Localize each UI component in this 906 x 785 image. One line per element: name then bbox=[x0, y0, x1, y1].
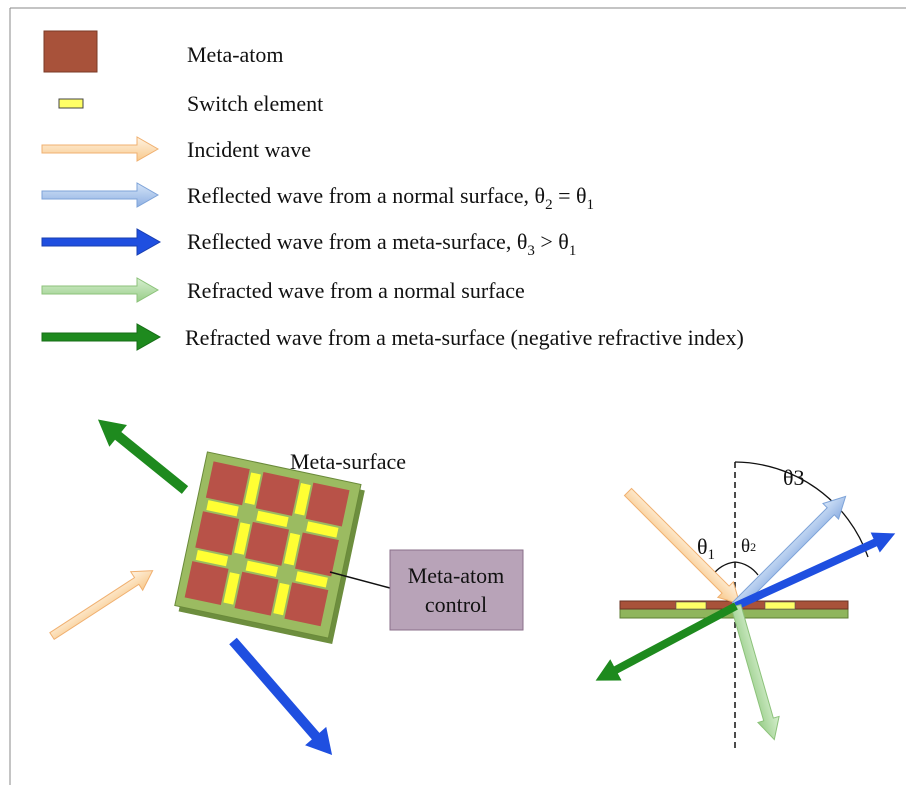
legend-refracted-meta-label: Refracted wave from a meta-surface (nega… bbox=[185, 325, 744, 350]
legend-reflected-normal: Reflected wave from a normal surface, θ2… bbox=[41, 182, 594, 213]
legend-reflected-meta-label: Reflected wave from a meta-surface, θ3 >… bbox=[187, 229, 576, 259]
control-box-line2: control bbox=[425, 592, 487, 617]
reflected-meta-arrow-icon bbox=[41, 228, 162, 256]
meta-atom-control-box bbox=[389, 549, 524, 631]
incident-arrow-right bbox=[623, 487, 741, 605]
refracted-meta-arrow-right bbox=[595, 602, 738, 681]
theta2-arc bbox=[734, 561, 759, 576]
refracted-normal-arrow-icon bbox=[41, 277, 160, 303]
theta1-label: θ1 bbox=[697, 534, 715, 563]
reflected-meta-arrow-right bbox=[734, 532, 896, 610]
meta-surface-tile bbox=[174, 451, 365, 645]
reflected-meta-arrow-left bbox=[229, 637, 333, 755]
meta-atom-swatch bbox=[43, 30, 98, 73]
legend: Meta-atom Switch element Incident wave R… bbox=[41, 30, 744, 351]
legend-switch-element: Switch element bbox=[58, 91, 323, 116]
right-diagram: θ1 θ2 θ3 bbox=[595, 461, 896, 752]
theta2-label: θ2 bbox=[741, 536, 756, 557]
refracted-meta-arrow-left bbox=[97, 419, 189, 494]
legend-incident-wave: Incident wave bbox=[41, 136, 311, 162]
reflected-normal-arrow-icon bbox=[41, 182, 160, 208]
legend-refracted-meta: Refracted wave from a meta-surface (nega… bbox=[41, 323, 744, 351]
legend-refracted-normal: Refracted wave from a normal surface bbox=[41, 277, 525, 303]
refracted-meta-arrow-icon bbox=[41, 323, 162, 351]
control-box-line1: Meta-atom bbox=[408, 563, 505, 588]
theta3-label: θ3 bbox=[783, 465, 805, 490]
legend-incident-wave-label: Incident wave bbox=[187, 137, 311, 162]
legend-meta-atom-label: Meta-atom bbox=[187, 42, 284, 67]
meta-surface-title: Meta-surface bbox=[290, 449, 406, 474]
legend-switch-element-label: Switch element bbox=[187, 91, 323, 116]
legend-refracted-normal-label: Refracted wave from a normal surface bbox=[187, 278, 525, 303]
switch-element-grid bbox=[195, 472, 339, 616]
control-connector-line bbox=[329, 571, 391, 589]
legend-reflected-meta: Reflected wave from a meta-surface, θ3 >… bbox=[41, 228, 576, 259]
incident-wave-arrow-icon bbox=[41, 136, 160, 162]
legend-meta-atom: Meta-atom bbox=[43, 30, 284, 73]
meta-atom-grid bbox=[184, 461, 350, 627]
left-diagram: Meta-surface bbox=[49, 419, 524, 755]
switch-element-swatch bbox=[58, 98, 84, 109]
theta3-arc bbox=[734, 461, 869, 558]
legend-reflected-normal-label: Reflected wave from a normal surface, θ2… bbox=[187, 183, 594, 213]
incident-arrow-left bbox=[49, 570, 154, 641]
refracted-normal-arrow-right bbox=[730, 604, 780, 741]
